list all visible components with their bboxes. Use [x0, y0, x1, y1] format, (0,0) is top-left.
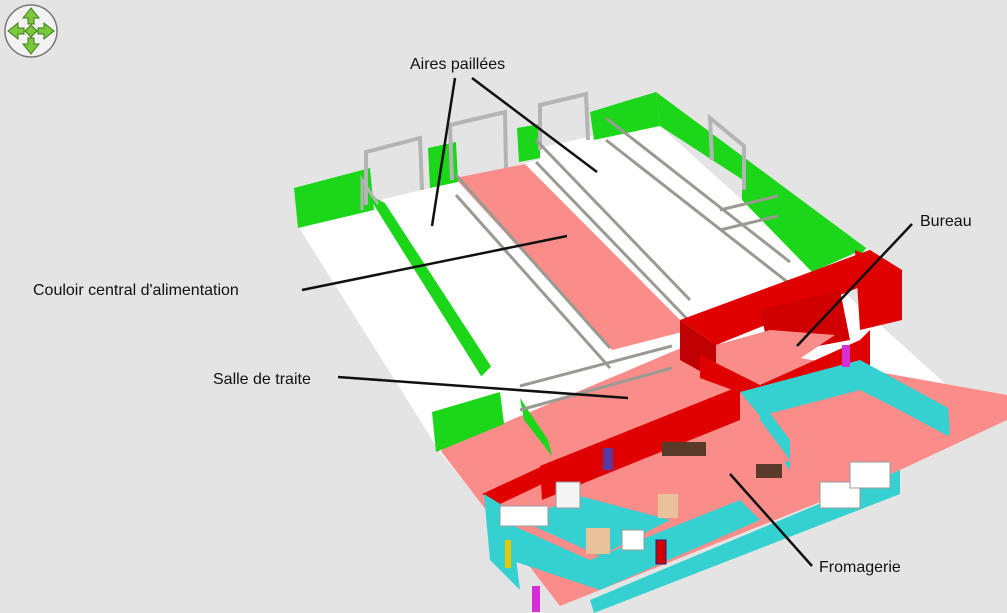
arrow-right-icon[interactable] — [37, 21, 55, 41]
table-2 — [756, 464, 782, 478]
green-wall-back-right2 — [590, 92, 660, 140]
green-wall-front-left — [432, 392, 504, 452]
arrow-up-icon[interactable] — [21, 7, 41, 25]
cheese-room-inner — [780, 400, 900, 462]
straw-lane-2 — [380, 182, 612, 380]
door-yellow-1 — [505, 540, 511, 568]
office-wall-right — [855, 250, 902, 330]
cabinet-1 — [586, 528, 610, 554]
navigation-control[interactable] — [3, 3, 59, 59]
door-magenta-1 — [842, 345, 850, 367]
office-wall-top — [680, 250, 902, 345]
arrow-down-icon[interactable] — [21, 37, 41, 55]
door-frame-1 — [364, 135, 424, 205]
leader-aires-1 — [430, 77, 457, 227]
railing-right — [605, 116, 791, 286]
leader-fromagerie — [729, 473, 813, 567]
door-red-1 — [655, 539, 667, 565]
cheese-tank — [555, 481, 581, 509]
cheese-wall-back — [740, 360, 950, 435]
railing-end-right — [719, 194, 779, 232]
cheese-wall-right — [860, 360, 948, 436]
arrow-left-icon[interactable] — [7, 21, 25, 41]
label-aires-paillees: Aires paillées — [410, 56, 506, 73]
railing-center — [534, 138, 692, 324]
label-bureau: Bureau — [920, 213, 972, 230]
door-frame-2 — [447, 109, 508, 181]
railing-left — [454, 174, 612, 369]
cabinet-3 — [621, 529, 645, 551]
cabinet-2 — [658, 494, 678, 518]
cheese-room-floor — [690, 420, 790, 496]
leader-aires-2 — [471, 77, 598, 173]
label-salle-de-traite: Salle de traite — [213, 371, 311, 388]
sink-unit-2 — [849, 461, 891, 489]
railing-front — [519, 344, 673, 412]
door-purple-1 — [603, 448, 613, 470]
leader-bureau — [796, 223, 913, 347]
green-wall-left-partition — [367, 194, 492, 377]
cheese-locker-room — [520, 496, 670, 556]
milking-room-red-wall-left — [482, 458, 580, 504]
office-wall-lower — [700, 330, 870, 400]
straw-lane-right — [530, 122, 800, 306]
office-floor — [716, 330, 835, 372]
table-1 — [662, 442, 706, 456]
counter — [499, 505, 549, 527]
label-couloir-central: Couloir central d'alimentation — [33, 282, 239, 299]
door-magenta-2 — [532, 586, 540, 612]
green-wall-right-lower — [742, 160, 866, 272]
green-wall-back-right1 — [517, 124, 540, 162]
door-frame-4 — [707, 113, 746, 190]
leader-couloir — [301, 234, 568, 292]
milking-room-red-wall — [540, 386, 740, 500]
feeding-corridor — [455, 164, 690, 350]
door-frame-5 — [360, 175, 380, 210]
green-wall-back-left — [294, 168, 374, 228]
label-fromagerie: Fromagerie — [819, 559, 901, 576]
door-frame-3 — [538, 91, 590, 150]
leader-salle — [337, 375, 629, 400]
center-icon[interactable] — [24, 24, 38, 38]
green-wall-front-mid — [520, 398, 552, 456]
straw-lane-left — [300, 208, 510, 452]
